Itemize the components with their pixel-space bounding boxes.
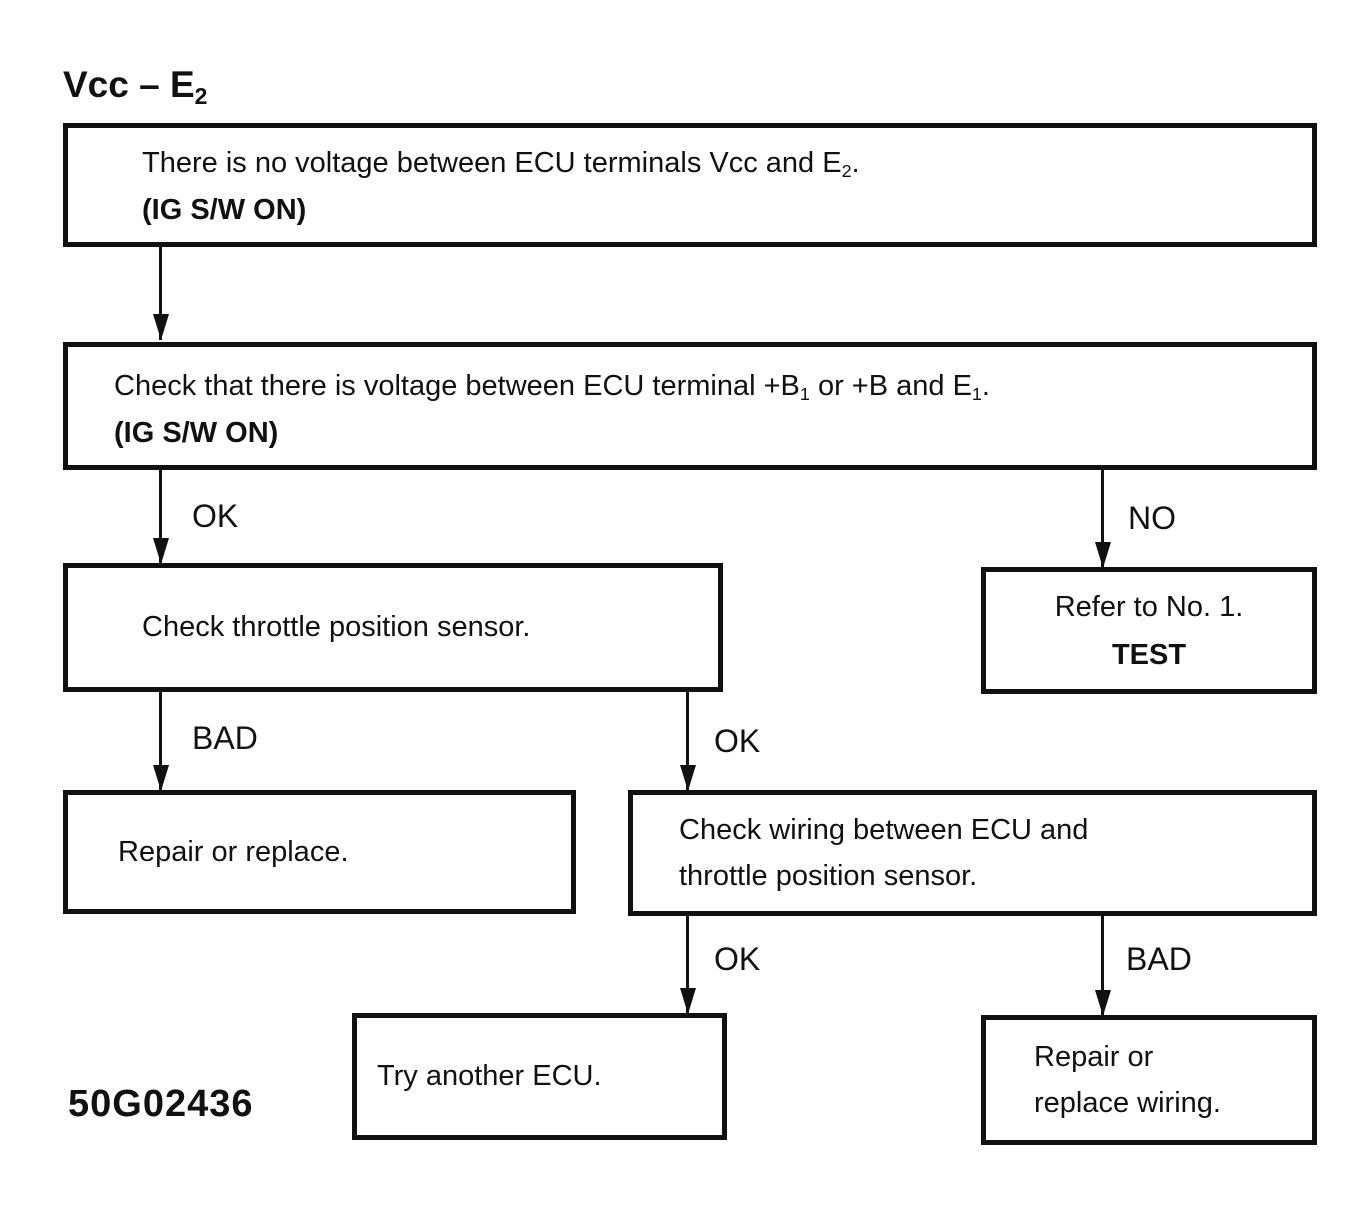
figure-code: 50G02436 — [68, 1083, 254, 1125]
symptom-line2: (IG S/W ON) — [142, 194, 307, 226]
arrow-no-to-refer-test — [1101, 470, 1104, 568]
check-voltage-line1: Check that there is voltage between ECU … — [114, 363, 1292, 410]
page-title: Vcc – E2 — [63, 64, 208, 109]
symptom-line1-subscript: 2 — [841, 161, 852, 182]
check-tps-text: Check throttle position sensor. — [142, 611, 531, 643]
symptom-line1: There is no voltage between ECU terminal… — [142, 140, 1292, 187]
flow-box-repair-wiring: Repair or replace wiring. — [981, 1015, 1317, 1145]
check-voltage-line1-text-b: or +B and E — [809, 370, 972, 402]
check-voltage-subscript-1: 1 — [799, 384, 810, 405]
repair-replace-text: Repair or replace. — [118, 835, 349, 868]
flow-box-check-tps: Check throttle position sensor. — [63, 563, 723, 692]
flow-box-check-wiring: Check wiring between ECU and throttle po… — [628, 790, 1317, 916]
branch-label-no: NO — [1128, 500, 1176, 536]
flow-box-try-ecu: Try another ECU. — [352, 1013, 727, 1140]
arrow-ok-to-check-tps — [159, 470, 162, 564]
flow-box-symptom: There is no voltage between ECU terminal… — [63, 123, 1317, 247]
check-wiring-line1: Check wiring between ECU and — [679, 814, 1089, 846]
flow-box-check-voltage: Check that there is voltage between ECU … — [63, 342, 1317, 470]
branch-label-ok-2: OK — [714, 723, 761, 759]
repair-wiring-line1: Repair or — [1034, 1041, 1154, 1073]
check-voltage-line1-period: . — [981, 370, 990, 402]
check-voltage-line1-text-a: Check that there is voltage between ECU … — [114, 370, 800, 402]
page-title-text: Vcc – E — [63, 64, 195, 105]
arrow-bad-to-repair-wiring — [1101, 916, 1104, 1016]
refer-test-line2: TEST — [1111, 638, 1187, 671]
check-voltage-subscript-2: 1 — [971, 384, 982, 405]
symptom-line1-period: . — [851, 147, 860, 179]
check-wiring-line2: throttle position sensor. — [679, 860, 978, 892]
check-voltage-line2: (IG S/W ON) — [114, 417, 279, 449]
flow-box-repair-replace: Repair or replace. — [63, 790, 576, 914]
arrow-bad-to-repair-replace — [159, 692, 162, 791]
branch-label-bad-1: BAD — [192, 720, 258, 756]
repair-wiring-line2: replace wiring. — [1034, 1087, 1221, 1119]
arrow-ok-to-try-ecu — [686, 916, 689, 1014]
branch-label-bad-2: BAD — [1126, 941, 1192, 977]
refer-test-line1: Refer to No. 1. — [1054, 590, 1244, 623]
branch-label-ok-3: OK — [714, 941, 761, 977]
flow-box-refer-test: Refer to No. 1. TEST — [981, 567, 1317, 694]
page-title-subscript: 2 — [194, 82, 208, 109]
try-ecu-text: Try another ECU. — [377, 1060, 602, 1092]
arrow-ok-to-check-wiring — [686, 692, 689, 791]
branch-label-ok-1: OK — [192, 498, 239, 534]
arrow-symptom-to-checkvoltage — [159, 247, 162, 340]
symptom-line1-text: There is no voltage between ECU terminal… — [142, 147, 842, 179]
